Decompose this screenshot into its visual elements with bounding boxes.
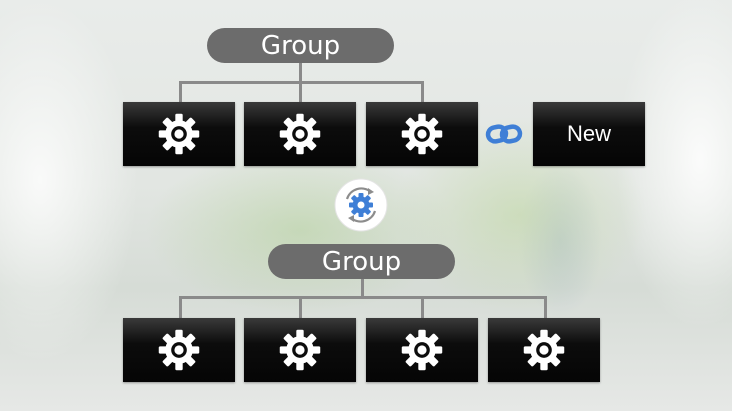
top-node-2 <box>244 102 356 166</box>
new-node: New <box>533 102 645 166</box>
new-node-label: New <box>566 121 611 146</box>
gear-icon <box>401 329 443 371</box>
top-group-drop-2 <box>299 81 302 102</box>
bottom-node-1 <box>123 318 235 382</box>
gear-icon <box>523 329 565 371</box>
bottom-group-drop-1 <box>179 296 182 318</box>
gear-icon <box>158 113 200 155</box>
bottom-node-3 <box>366 318 478 382</box>
bottom-group-drop-3 <box>421 296 424 318</box>
gear-icon <box>401 113 443 155</box>
chain-link-icon <box>485 124 523 144</box>
top-group-stem <box>299 63 302 82</box>
bottom-group-drop-2 <box>299 296 302 318</box>
gear-icon <box>279 329 321 371</box>
bottom-group-stem <box>361 279 364 297</box>
gear-sync-icon <box>334 178 388 232</box>
bottom-group-drop-4 <box>544 296 547 318</box>
top-group-drop-1 <box>179 81 182 102</box>
bottom-group-label: Group <box>268 244 455 279</box>
bottom-node-2 <box>244 318 356 382</box>
bottom-group-bus <box>179 296 547 299</box>
top-group-drop-3 <box>421 81 424 102</box>
gear-icon <box>158 329 200 371</box>
top-group-label: Group <box>207 28 394 63</box>
bottom-node-4 <box>488 318 600 382</box>
top-node-1 <box>123 102 235 166</box>
gear-icon <box>279 113 321 155</box>
top-node-3 <box>366 102 478 166</box>
